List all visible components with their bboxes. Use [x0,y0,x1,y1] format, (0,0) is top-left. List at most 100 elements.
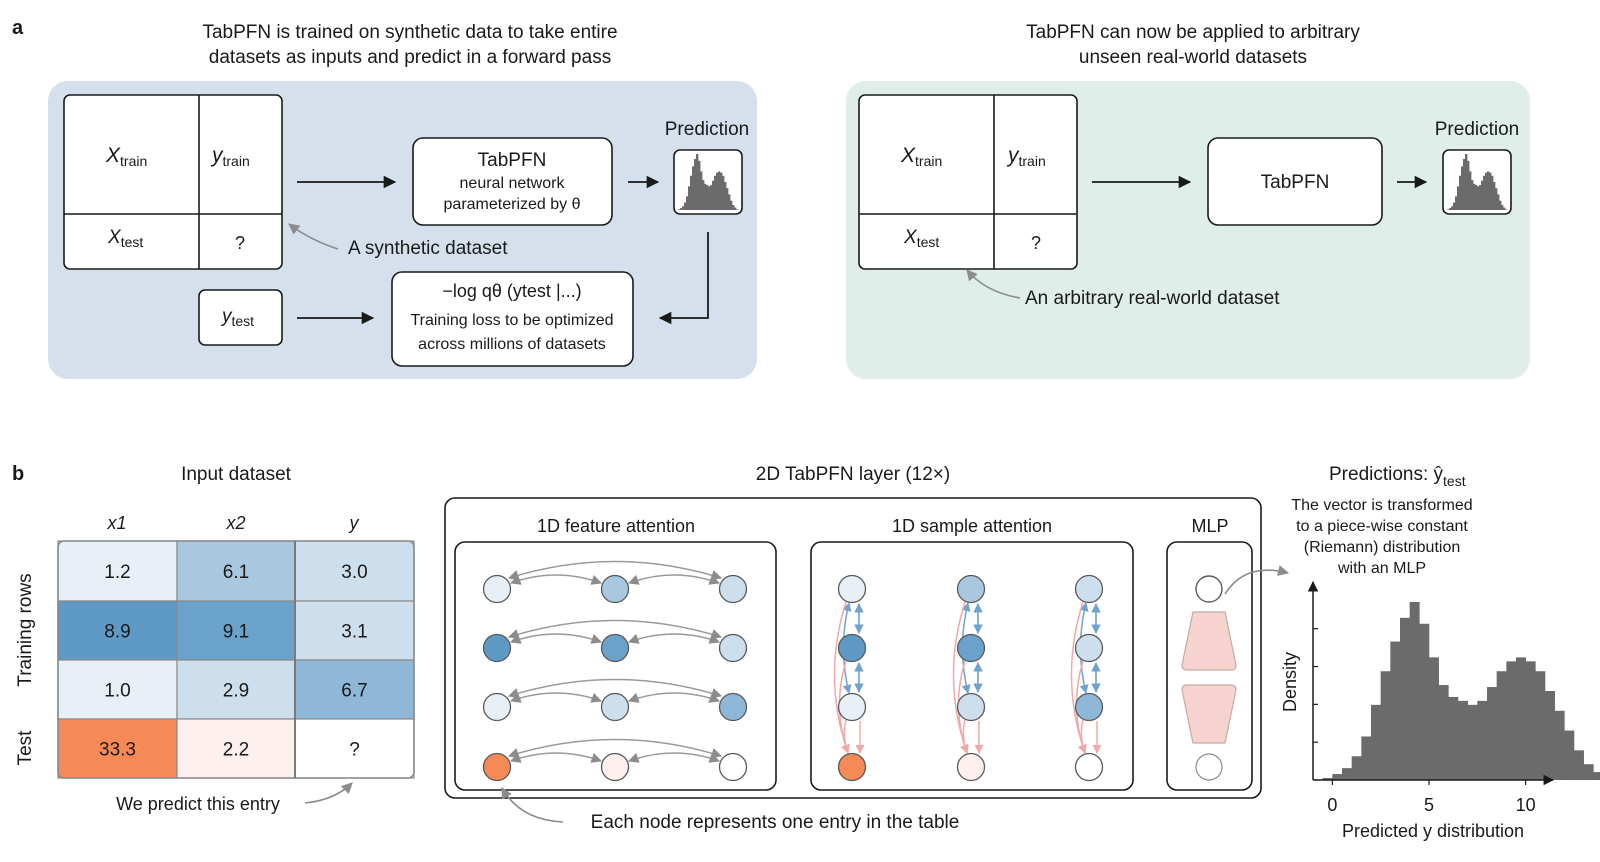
table-cell-value: 6.1 [223,562,249,583]
test-attention-arrow [840,719,850,754]
feature-node [482,574,512,604]
density-axis-label: Density [1280,652,1300,712]
histogram-bar [702,180,705,210]
training-loss-box: −log qθ (ytest |...) Training loss to be… [391,271,634,367]
histogram-bar [730,200,733,210]
sample-node [837,633,867,663]
table-cell-value: 33.3 [99,740,136,761]
node-note-arrow [501,787,564,823]
feature-attention-arrow [507,560,723,581]
histogram-bar [696,154,699,210]
histogram-bar [1477,186,1480,210]
histogram-bar [718,171,721,210]
table-cell [176,659,296,720]
sample-attention-title: 1D sample attention [892,516,1052,536]
test-attention-arrow [1077,719,1087,754]
network-subtitle: neural network [460,175,566,192]
histogram-bar [1491,175,1494,210]
feature-attention-arrow [628,574,720,585]
table-cell [57,659,178,720]
distribution-bar [1525,661,1536,780]
histogram-bar [726,188,729,210]
histogram-bar [716,172,719,210]
predict-entry-arrow [304,782,353,804]
distribution-bar [1477,700,1488,780]
distribution-bar [1535,671,1546,780]
x-train-label: Xtrain [105,144,147,169]
panel-a-left-title-line1: TabPFN is trained on synthetic data to t… [202,22,617,43]
distribution-bar [1516,657,1526,780]
layer-title: 2D TabPFN layer (12×) [756,464,950,485]
feature-attention-arrow [507,738,723,759]
sample-node [837,752,867,782]
predict-entry-label: We predict this entry [116,794,280,814]
distribution-bar [1554,710,1565,780]
mlp-output-node [1195,575,1223,603]
histogram-bar [1479,185,1482,210]
arrow-prediction-to-loss [658,232,709,325]
column-header-x1: x1 [106,513,126,533]
histogram-bar [722,175,725,210]
feature-attention-arrow [628,692,720,703]
sample-node [1074,574,1104,604]
x-train-label-right: Xtrain [900,144,942,169]
histogram-bar [688,186,691,210]
histogram-bar [1499,200,1502,210]
histogram-bar [1463,158,1466,210]
distribution-bar [1458,700,1468,780]
loss-formula: −log qθ (ytest |...) [442,281,581,301]
table-outline [57,540,415,779]
histogram-bar [1461,166,1464,210]
distribution-bar [1371,704,1381,780]
histogram-bar [724,182,727,210]
histogram-bar [1489,172,1492,210]
test-attention-arrow [959,719,969,754]
x-tick-label: 5 [1424,795,1434,815]
table-cell-value: 1.0 [104,681,130,702]
distribution-bar [1487,687,1497,780]
annotation-arrow-synthetic [288,223,339,250]
feature-node [600,752,630,782]
table-cell-value: 1.2 [104,562,130,583]
distribution-bar [1419,623,1430,780]
histogram-bar [684,202,687,210]
panel-a-right-title-line1: TabPFN can now be applied to arbitrary [1026,22,1360,43]
x-tick-label: 10 [1516,795,1536,815]
feature-node [718,574,748,604]
distribution-bar [1506,661,1517,780]
histogram-bar [1449,208,1452,210]
histogram-bar [1455,196,1458,210]
histogram-bar [710,185,713,210]
node-note: Each node represents one entry in the ta… [591,812,960,833]
mlp-title: MLP [1191,516,1228,536]
histogram-bar [1465,154,1468,210]
annotation-arrow-real-world [966,269,1021,299]
distribution-bar [1361,736,1372,780]
feature-attention-arrow [507,619,723,640]
feature-attention-title: 1D feature attention [537,516,695,536]
predictions-desc-line1: The vector is transformed [1291,497,1472,514]
prediction-histogram-left [673,149,743,215]
histogram-bar [1503,207,1506,210]
table-cell-value: 8.9 [104,622,130,643]
distribution-bar [1409,602,1420,780]
feature-attention-graph [482,560,748,782]
distribution-bar [1574,750,1584,780]
distribution-bar [1390,641,1401,780]
histogram-bar [1481,180,1484,210]
histogram-bar [700,171,703,210]
distribution-bar [1593,772,1600,780]
x-test-label: Xtest [107,227,143,250]
distribution-bar [1429,657,1439,780]
feature-attention-arrow [510,633,602,644]
panel-a-left-title-line2: datasets as inputs and predict in a forw… [209,47,611,68]
table-cell-value: 2.2 [223,740,249,761]
column-header-y: y [348,513,360,533]
prediction-label-left: Prediction [665,119,750,140]
feature-node [600,692,630,722]
histogram-bar [708,186,711,210]
sample-attention-box [810,541,1134,791]
distribution-bar [1332,774,1343,780]
sample-node [1074,752,1104,782]
